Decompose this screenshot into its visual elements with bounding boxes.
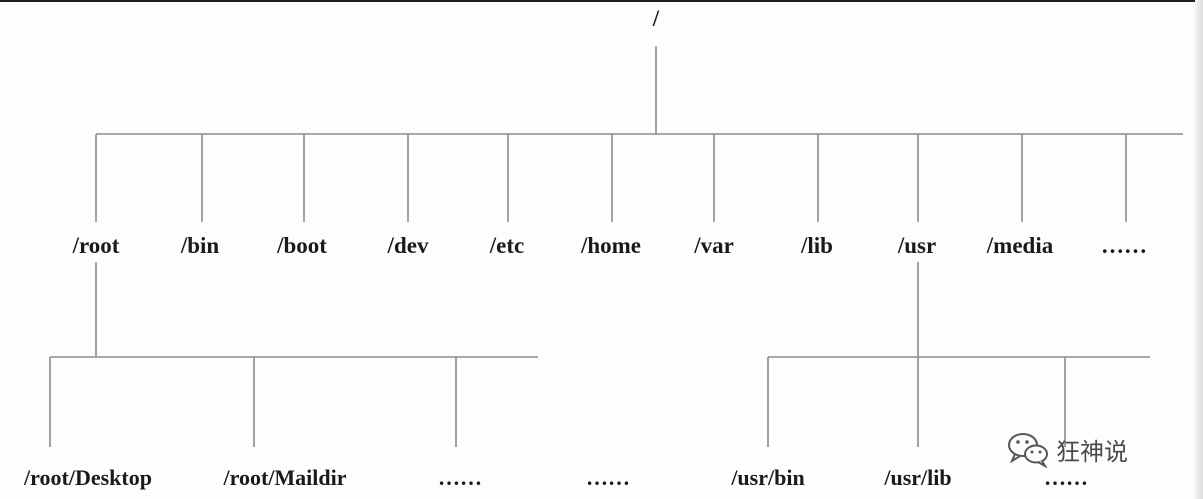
node-root-maildir: /root/Maildir — [223, 465, 347, 490]
window-right-edge — [1195, 0, 1203, 499]
node-root-desktop: /root/Desktop — [24, 465, 152, 490]
node-usr-bin: /usr/bin — [731, 465, 805, 490]
node-etc: /etc — [489, 233, 525, 258]
node-usr-more: …… — [1044, 465, 1088, 490]
node-root-more-1: …… — [438, 465, 482, 490]
node-usr: /usr — [897, 233, 937, 258]
wechat-icon — [1008, 433, 1048, 468]
node-root-more-2: …… — [586, 465, 630, 490]
node-root-dir: /root — [72, 233, 120, 258]
node-root-slash: / — [652, 6, 660, 31]
node-home: /home — [580, 233, 642, 258]
watermark-text: 狂神说 — [1056, 437, 1128, 466]
node-more-level1: …… — [1101, 233, 1147, 258]
watermark: 狂神说 — [1006, 430, 1128, 468]
node-boot: /boot — [277, 233, 327, 258]
window-top-edge — [0, 0, 1203, 2]
node-media: /media — [986, 233, 1054, 258]
node-lib: /lib — [801, 233, 833, 258]
node-dev: /dev — [387, 233, 429, 258]
node-var: /var — [694, 233, 734, 258]
node-usr-lib: /usr/lib — [884, 465, 952, 490]
node-bin: /bin — [180, 233, 220, 258]
